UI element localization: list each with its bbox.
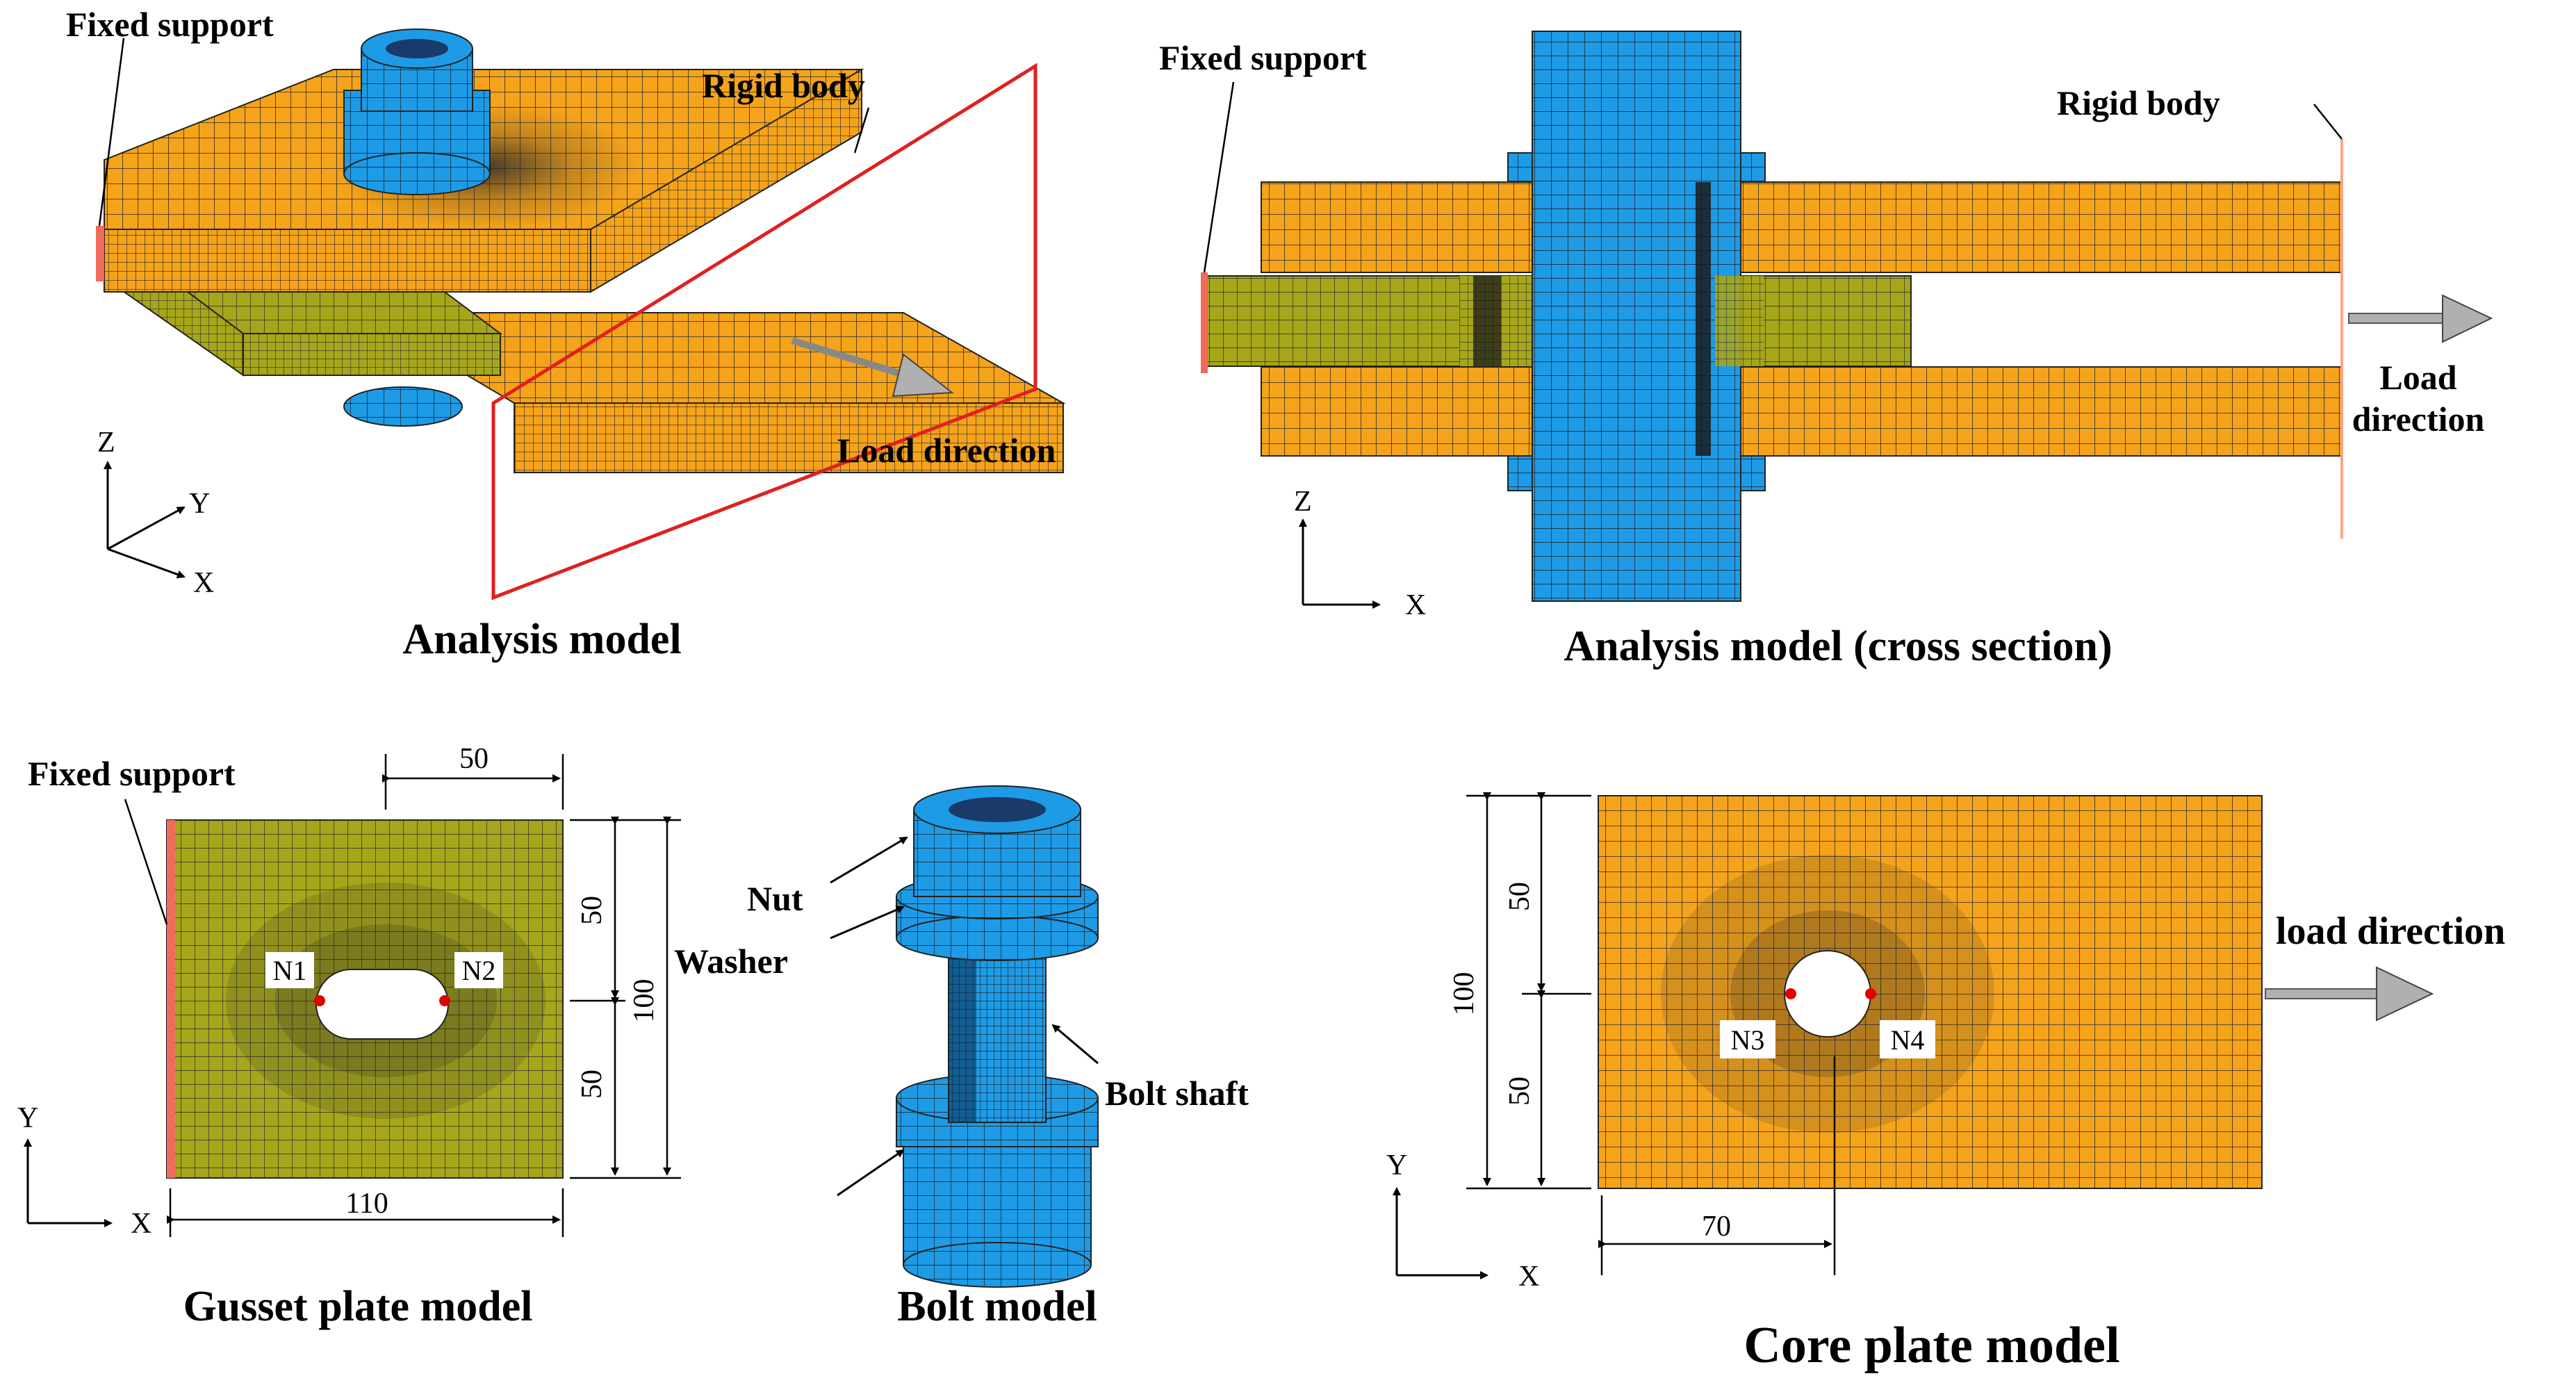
caption-cross-section: Analysis model (cross section) [1564,623,2112,670]
axis-z-label: Z [97,427,115,459]
bolt-washer-label: Washer [674,942,788,981]
gusset-dim-width: 110 [345,1188,388,1220]
core-dim-width: 70 [1702,1211,1731,1243]
core-dimensions [1466,792,1836,1275]
cross-load-label-2: direction [2352,400,2485,439]
panel-gusset-plate: Fixed support N1 N2 50 50 50 100 110 [17,743,681,1330]
gusset-axis-x: X [131,1208,151,1240]
node-n1-point [314,995,325,1006]
core-axis-x: X [1518,1261,1539,1293]
cross-axis-x: X [1405,589,1426,621]
axis-y-label: Y [189,488,210,520]
gusset-dimensions [167,754,681,1237]
core-load-label: load direction [2276,910,2505,953]
node-n1-label: N1 [273,955,307,986]
core-dim-height: 100 [1448,972,1480,1016]
load-direction-label: Load direction [837,431,1056,470]
gusset-fixed-support-label: Fixed support [28,754,236,793]
caption-bolt-model: Bolt model [897,1283,1097,1330]
bottom-plate-section [1261,366,2343,457]
node-n2-point [439,995,450,1006]
node-n3-point [1785,988,1796,999]
gusset-dim-height: 100 [628,979,660,1023]
fixed-support-label: Fixed support [66,5,274,44]
panel-bolt-model: Nut Washer Bolt shaft Bolt model [674,785,1249,1330]
axis-x-label: X [193,567,214,599]
node-n4-point [1865,988,1876,999]
node-n4-label: N4 [1891,1024,1925,1056]
caption-analysis-model: Analysis model [402,616,681,663]
panel-core-plate: N3 N4 load direction 100 50 50 70 [1386,792,2505,1374]
core-load-arrow [2265,966,2434,1022]
axis-triad-3d: Z Y X [97,427,214,599]
top-plate-section [1261,181,2343,273]
cross-rigid-body-label: Rigid body [2057,83,2220,122]
core-bolt-hole [1784,950,1871,1038]
bolt-bottom-nut [343,386,463,427]
cross-load-arrow [2348,294,2493,343]
node-n2-label: N2 [462,955,496,986]
cross-axis-z: Z [1294,486,1312,518]
bolt-3d [343,28,491,195]
load-arrow [791,337,954,398]
cross-load-label-1: Load [2379,358,2456,397]
gusset-axis-y: Y [17,1102,38,1134]
core-plate [1598,795,2263,1189]
rigid-body-label: Rigid body [702,66,865,105]
core-axis: Y X [1386,1149,1539,1293]
core-dim-upper: 50 [1504,882,1536,911]
rigid-body-plane [491,63,1037,600]
gusset-dim-top: 50 [459,743,489,775]
cross-axis: Z X [1294,486,1426,621]
gusset-dim-upper: 50 [576,896,608,925]
node-n3-label: N3 [1731,1024,1765,1056]
caption-core-plate: Core plate model [1744,1317,2119,1374]
gusset-dim-lower: 50 [576,1070,608,1099]
panel-cross-section: Fixed support Rigid body Load direction … [1159,31,2493,670]
bottom-core-plate [359,312,1066,473]
gusset-axis: Y X [17,1102,151,1240]
fixed-support-marker [96,226,104,281]
caption-gusset-plate: Gusset plate model [183,1283,533,1330]
bolt-shaft-label: Bolt shaft [1105,1074,1249,1113]
panel-analysis-model: Fixed support Rigid body Load direction … [66,5,1066,663]
cross-fixed-support-marker [1201,272,1208,373]
core-dim-lower: 50 [1504,1076,1536,1106]
bolt-nut-label: Nut [747,879,803,918]
gusset-slot-hole [315,969,449,1040]
core-axis-y: Y [1386,1149,1407,1181]
gusset-fixed-support [167,820,175,1178]
cross-fixed-support-label: Fixed support [1159,38,1367,77]
